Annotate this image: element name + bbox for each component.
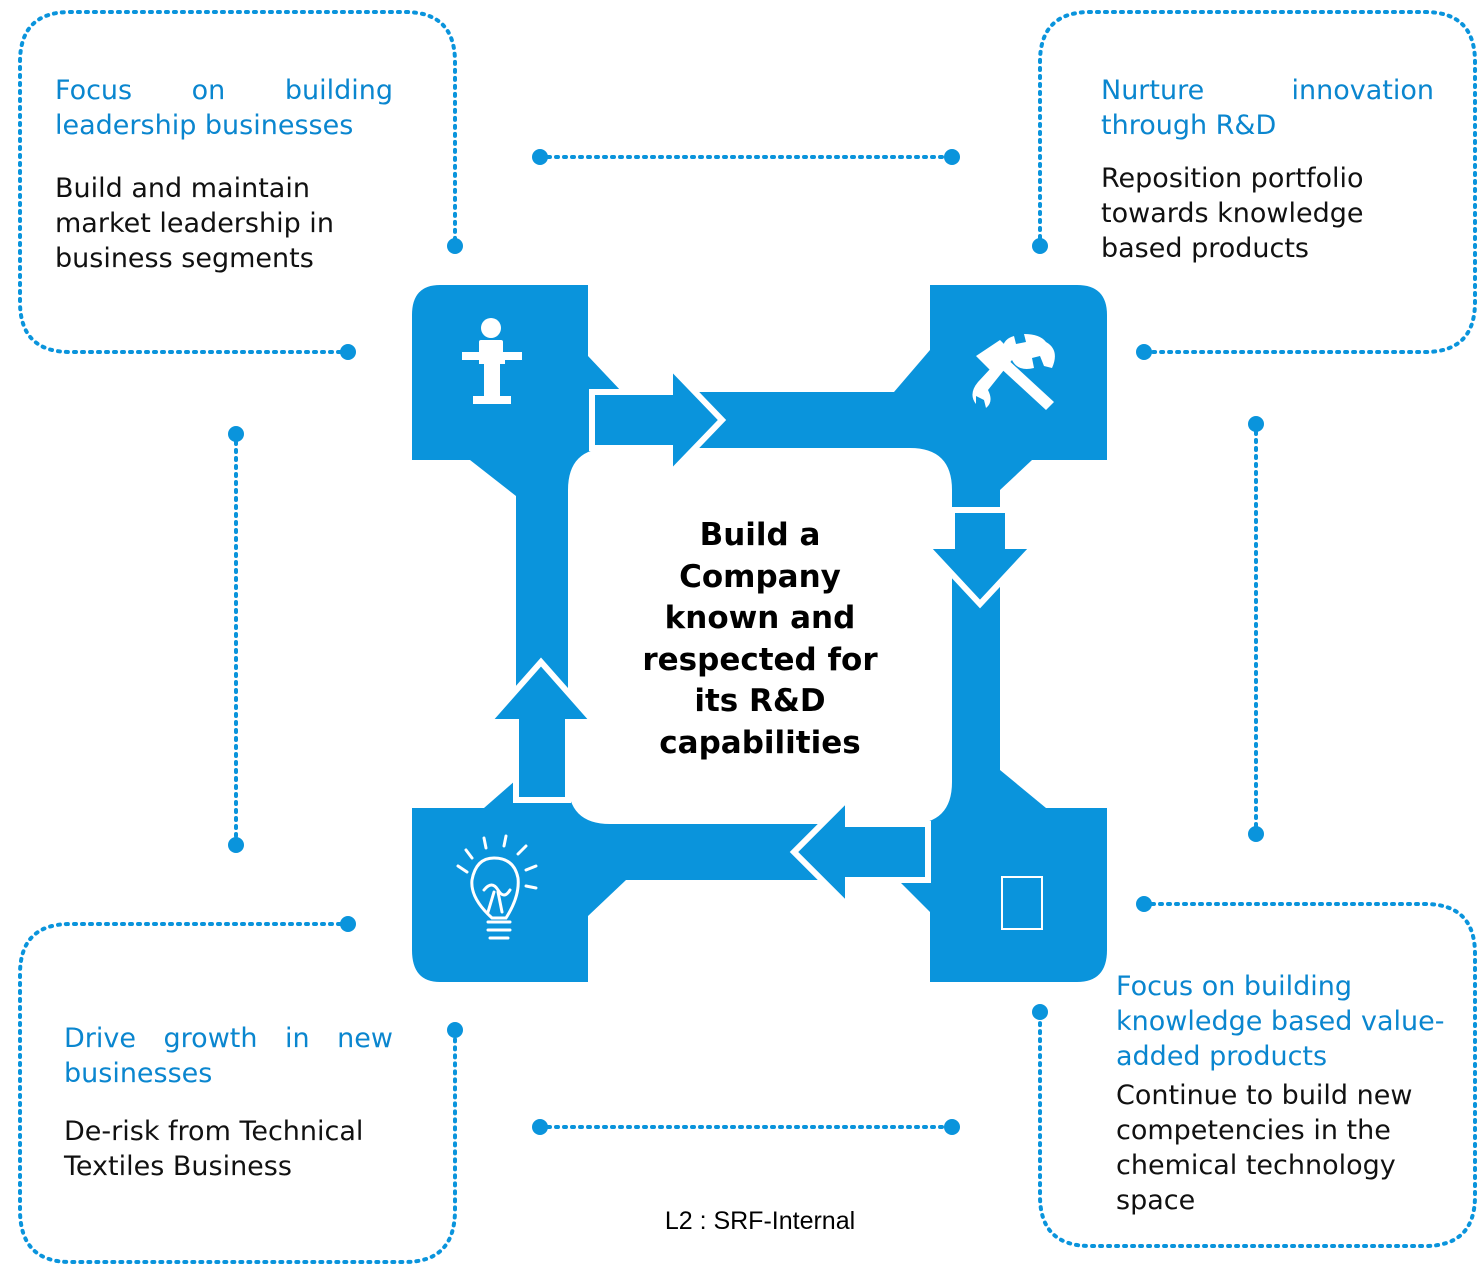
bottom-right-body: Continue to build new competencies in th… [1116,1080,1413,1216]
top-left-heading-line2: leadership businesses [55,110,354,141]
bottom-left-heading: Drive growth in new businesses [64,1021,393,1091]
dotted-frame-bottom-right [1038,902,1477,1248]
document-icon [1001,876,1043,930]
center-goal-text: Build a Company known and respected for … [642,517,878,761]
dotted-frame-bottom-left [18,922,457,1264]
top-left-heading-line1: Focus on building [55,75,393,106]
dotted-frame-top-right [1038,10,1477,354]
arrow-up [481,657,601,803]
bottom-left-body: De-risk from Technical Textiles Business [64,1116,364,1182]
bottom-right-heading: Focus on building knowledge based value-… [1116,971,1445,1072]
bottom-left-heading-line1: Drive growth in new [64,1023,393,1054]
hammer-wrench-icon [972,334,1055,410]
top-right-heading-line1: Nurture innovation [1101,75,1434,106]
top-right-body: Reposition portfolio towards knowledge b… [1101,163,1364,264]
classification-footer: L2 : SRF-Internal [664,1207,856,1235]
dotted-frame-top-left [18,10,457,354]
top-right-heading: Nurture innovation through R&D [1101,73,1434,143]
arrow-left [789,790,931,914]
bottom-left-heading-line2: businesses [64,1058,213,1089]
connector-dots [228,149,1264,1135]
arrow-down [919,507,1041,609]
arrow-right [589,358,727,482]
speaker-podium-icon [462,318,522,404]
top-right-heading-line2: through R&D [1101,110,1277,141]
cycle-arrows [481,358,1041,914]
top-left-body: Build and maintain market leadership in … [55,173,334,274]
dotted-connectors [234,155,1258,1129]
lightbulb-icon [456,834,538,940]
top-left-heading: Focus on building leadership businesses [55,73,393,143]
